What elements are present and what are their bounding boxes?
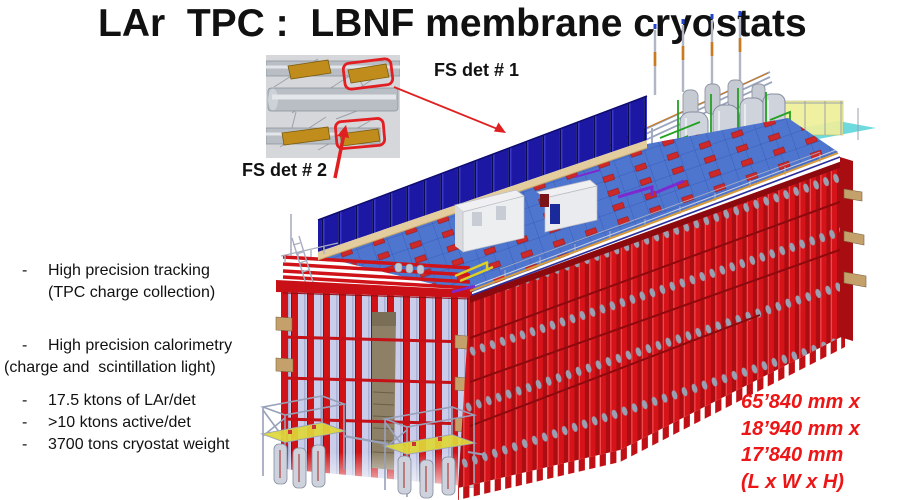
inset-drawing bbox=[265, 55, 401, 158]
roof-beams bbox=[282, 255, 494, 290]
tower-2-platform bbox=[385, 435, 474, 454]
slide-title: LAr TPC : LBNF membrane cryostats bbox=[98, 2, 807, 45]
rib-teeth bbox=[458, 335, 845, 500]
support-brackets-right bbox=[843, 188, 867, 288]
yellow-crane-beams bbox=[454, 260, 494, 283]
bullet-tracking-sub: (TPC charge collection) bbox=[48, 284, 216, 301]
red-crate-stack bbox=[540, 194, 549, 207]
fs-detector-inset-image bbox=[265, 55, 401, 158]
roof-pipe-segments bbox=[394, 262, 425, 275]
cryostat-dimensions: 65’840 mm x 18’940 mm x 17’840 mm (L x W… bbox=[741, 389, 860, 495]
bullet-calorimetry: - High precision calorimetry bbox=[22, 337, 233, 354]
vent-masts bbox=[653, 11, 742, 95]
dimension-length: 65’840 mm x bbox=[741, 391, 860, 413]
red-highlight-boxes bbox=[334, 57, 395, 150]
scaffold-towers bbox=[259, 395, 487, 499]
fs-det-2-arrow-icon bbox=[333, 125, 349, 179]
tower-1-platform bbox=[263, 423, 344, 442]
fs-det-2-label: FS det # 2 bbox=[242, 160, 328, 180]
dimension-legend: (L x W x H) bbox=[741, 470, 844, 493]
bullet-active-mass: - >10 ktons active/det bbox=[22, 414, 191, 431]
deck-details bbox=[280, 151, 821, 285]
gold-fs-detectors bbox=[281, 59, 390, 147]
cryostat-side-face bbox=[451, 149, 867, 500]
bullet-list: - High precision tracking (TPC charge co… bbox=[4, 260, 232, 456]
bullet-lar-mass: - 17.5 ktons of LAr/det bbox=[22, 392, 196, 409]
dimension-width: 18’940 mm x bbox=[741, 417, 860, 440]
dimension-height: 17’840 mm bbox=[741, 444, 844, 466]
tower-connect-pipe bbox=[343, 434, 389, 446]
fs-det-1-arrow-icon bbox=[393, 86, 506, 133]
bullet-cryostat-weight: - 3700 tons cryostat weight bbox=[22, 436, 230, 453]
purple-pipes bbox=[574, 168, 685, 199]
blue-membrane-panels bbox=[317, 95, 648, 252]
right-edge-column bbox=[840, 157, 853, 341]
end-ladder bbox=[280, 214, 339, 285]
bullet-tracking: - High precision tracking bbox=[22, 262, 210, 279]
fs-det-1-label: FS det # 1 bbox=[434, 60, 520, 80]
blue-cabinet bbox=[550, 204, 560, 224]
bullet-calorimetry-sub: (charge and scintillation light) bbox=[4, 359, 216, 376]
deck-containers bbox=[454, 179, 598, 253]
deck-edge-beams bbox=[451, 149, 841, 296]
